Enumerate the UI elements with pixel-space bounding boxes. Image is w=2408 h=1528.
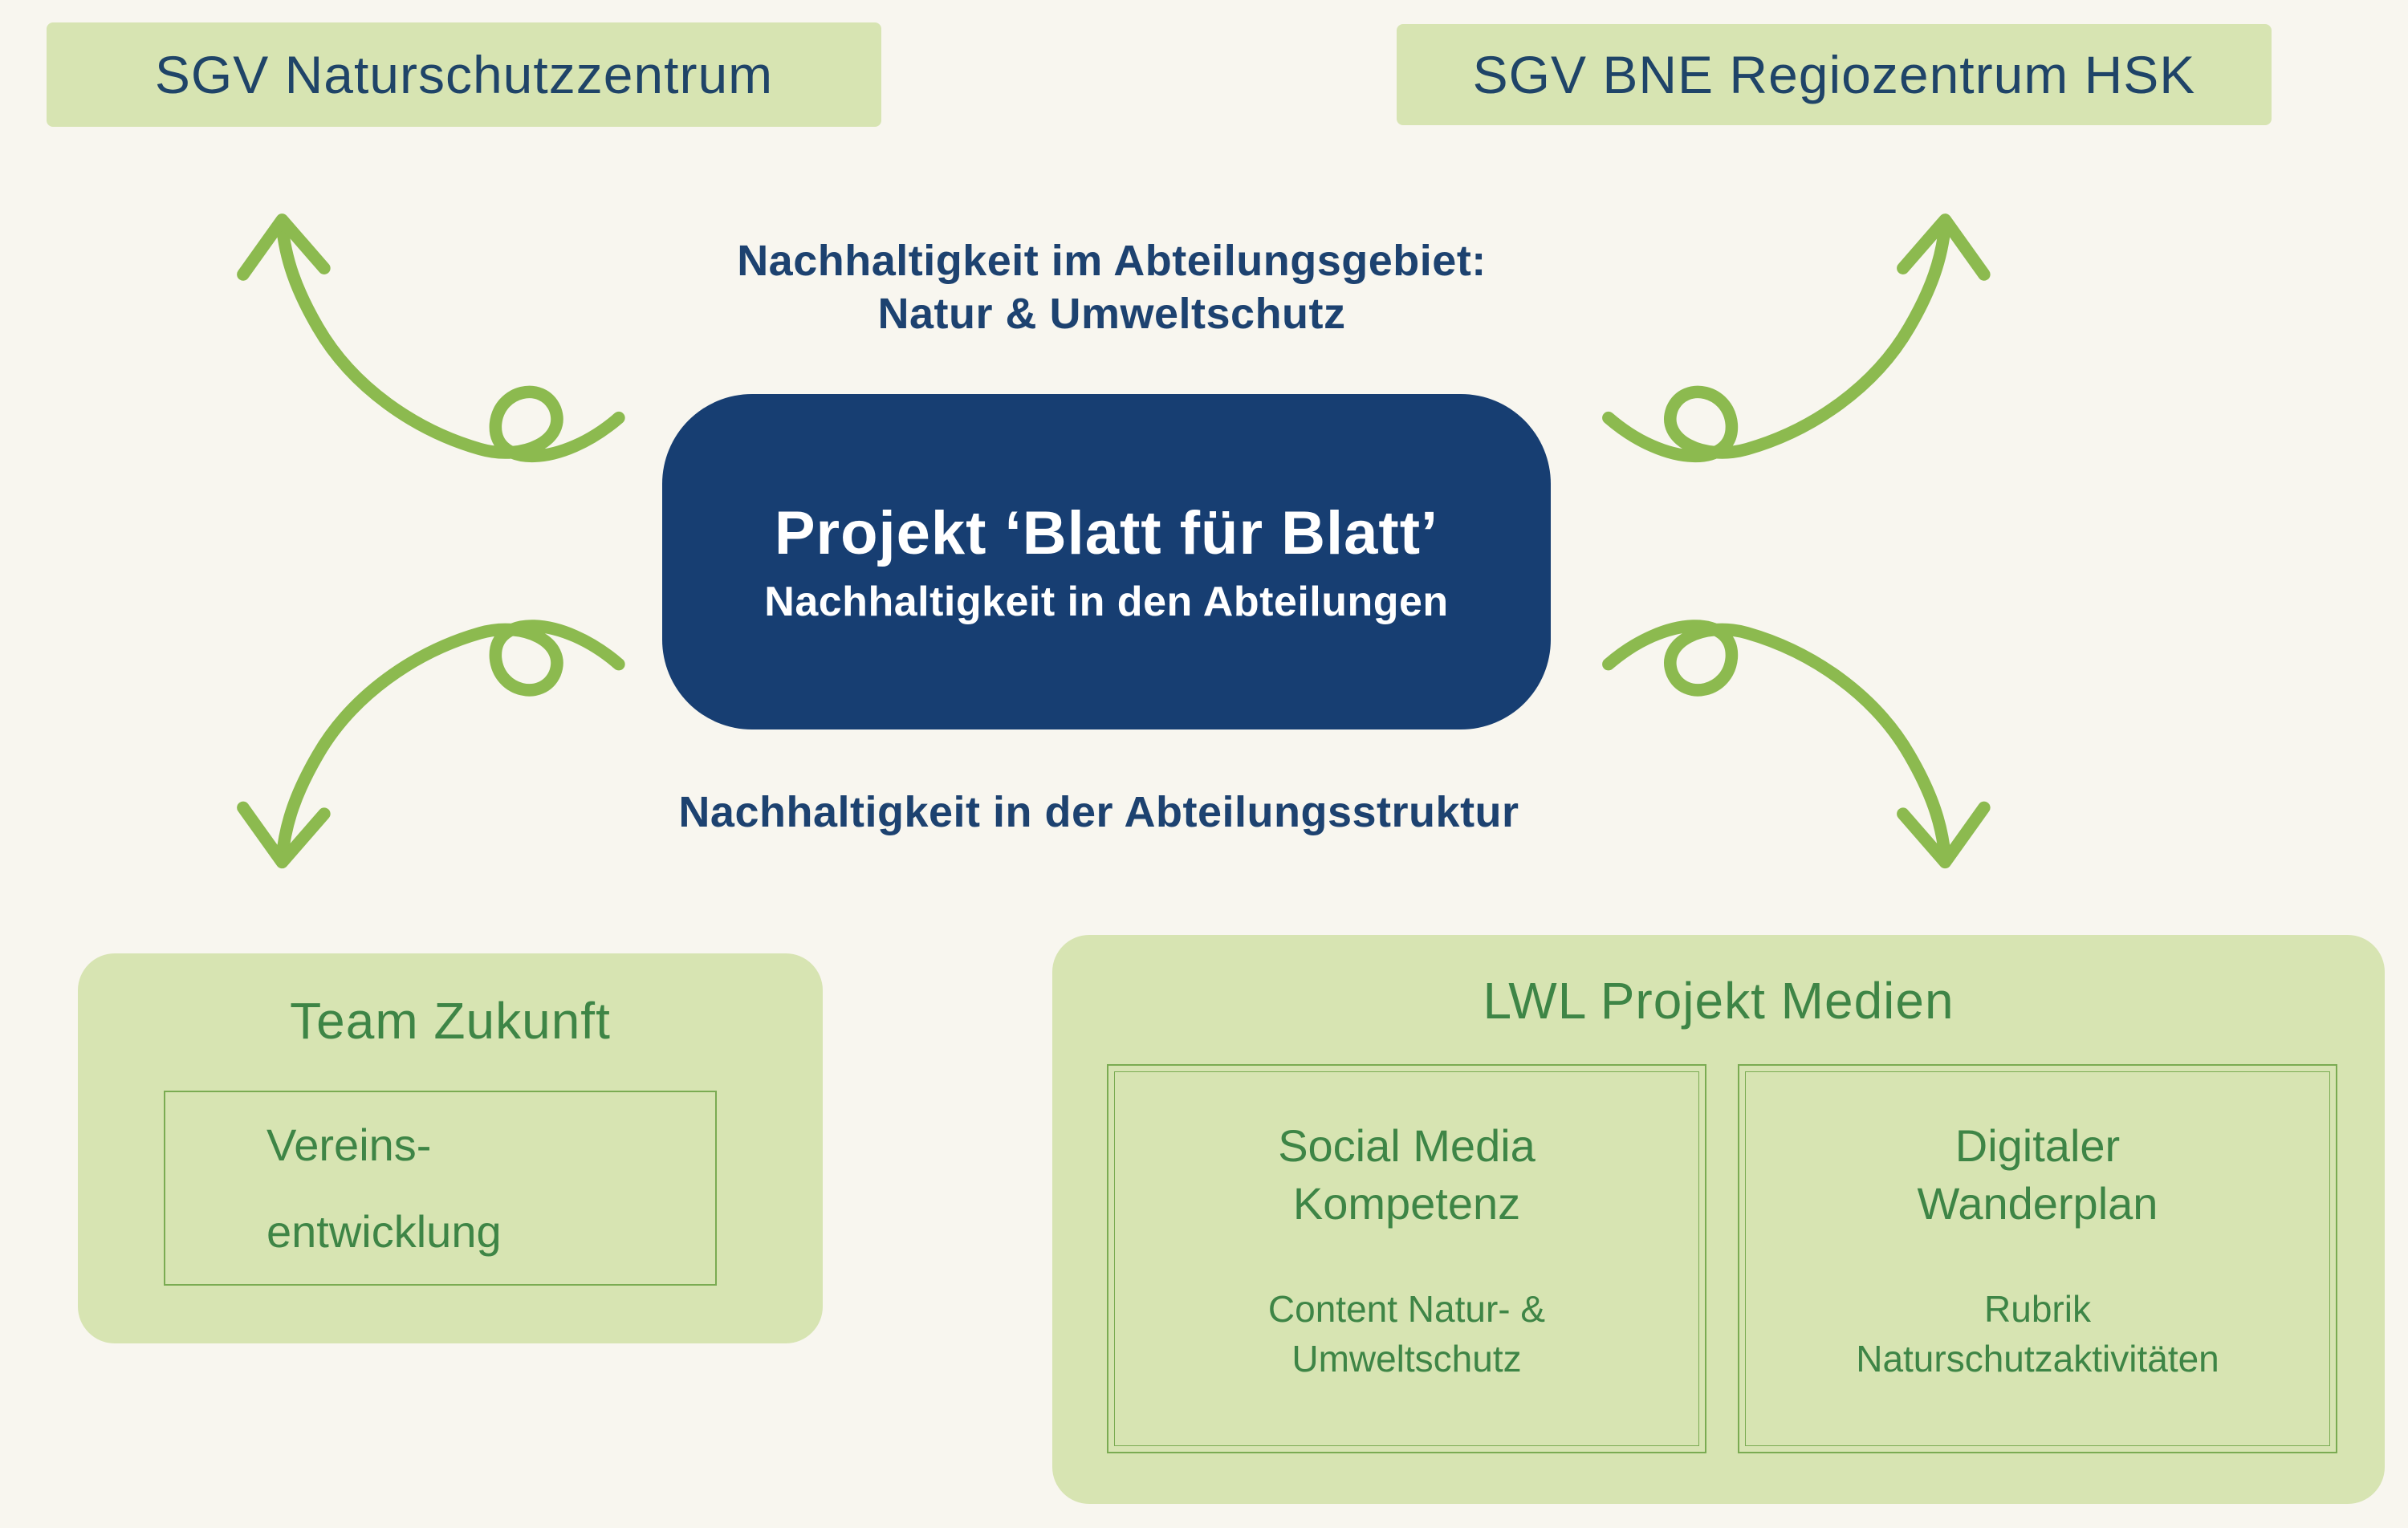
upper-heading-line1: Nachhaltigkeit im Abteilungsgebiet: bbox=[737, 237, 1487, 285]
card-title-line2: Wanderplan bbox=[1917, 1178, 2158, 1229]
card-detail-line1: Rubrik bbox=[1984, 1288, 2091, 1330]
card-digitaler-wanderplan: Digitaler Wanderplan Rubrik Naturschutza… bbox=[1738, 1064, 2337, 1453]
card-title-line1: Digitaler bbox=[1954, 1120, 2121, 1171]
card-detail-line2: Naturschutzaktivitäten bbox=[1856, 1338, 2219, 1380]
project-title: Projekt ‘Blatt für Blatt’ bbox=[774, 498, 1439, 567]
curved-arrow-top-right-icon bbox=[1602, 213, 1991, 463]
arrow-head bbox=[237, 801, 331, 869]
team-item-line2: entwicklung bbox=[266, 1205, 502, 1257]
card-detail: Content Natur- & Umweltschutz bbox=[1268, 1284, 1545, 1384]
node-label: SGV Naturschutzzentrum bbox=[154, 45, 774, 104]
curved-arrow-bottom-left-icon bbox=[237, 620, 625, 869]
project-subtitle: Nachhaltigkeit in den Abteilungen bbox=[764, 578, 1449, 625]
card-title-line1: Social Media bbox=[1278, 1120, 1536, 1171]
node-label: SGV BNE Regiozentrum HSK bbox=[1472, 45, 2196, 104]
node-team-zukunft: Team Zukunft Vereins- entwicklung bbox=[78, 953, 823, 1343]
node-sgv-bne-regiozentrum: SGV BNE Regiozentrum HSK bbox=[1397, 24, 2272, 125]
arrow-stroke bbox=[1602, 218, 1952, 463]
node-sgv-naturschutzzentrum: SGV Naturschutzzentrum bbox=[47, 22, 881, 127]
team-zukunft-item: Vereins- entwicklung bbox=[164, 1091, 717, 1286]
arrow-stroke bbox=[275, 218, 625, 463]
card-title: Social Media Kompetenz bbox=[1278, 1117, 1536, 1233]
panel-title: Team Zukunft bbox=[290, 992, 611, 1050]
arrow-head bbox=[1897, 213, 1991, 281]
upper-heading: Nachhaltigkeit im Abteilungsgebiet: Natu… bbox=[510, 234, 1714, 340]
arrow-head bbox=[237, 213, 331, 281]
project-box: Projekt ‘Blatt für Blatt’ Nachhaltigkeit… bbox=[662, 394, 1551, 729]
card-detail-line2: Umweltschutz bbox=[1291, 1338, 1522, 1380]
arrow-head bbox=[1897, 801, 1991, 869]
lower-heading: Nachhaltigkeit in der Abteilungsstruktur bbox=[678, 788, 1519, 836]
card-title-line2: Kompetenz bbox=[1292, 1178, 1521, 1229]
team-item-line1: Vereins- bbox=[266, 1119, 432, 1170]
curved-arrow-top-left-icon bbox=[237, 213, 625, 463]
card-social-media: Social Media Kompetenz Content Natur- & … bbox=[1107, 1064, 1706, 1453]
curved-arrow-bottom-right-icon bbox=[1602, 620, 1991, 869]
node-lwl-projekt-medien: LWL Projekt Medien Social Media Kompeten… bbox=[1052, 935, 2385, 1504]
card-detail: Rubrik Naturschutzaktivitäten bbox=[1856, 1284, 2219, 1384]
arrow-stroke bbox=[1602, 620, 1952, 864]
card-detail-line1: Content Natur- & bbox=[1267, 1288, 1546, 1330]
panel-title: LWL Projekt Medien bbox=[1483, 972, 1954, 1030]
arrow-stroke bbox=[275, 620, 625, 864]
upper-heading-line2: Natur & Umweltschutz bbox=[877, 290, 1346, 338]
lwl-cards: Social Media Kompetenz Content Natur- & … bbox=[1107, 1064, 2337, 1453]
card-title: Digitaler Wanderplan bbox=[1918, 1117, 2158, 1233]
